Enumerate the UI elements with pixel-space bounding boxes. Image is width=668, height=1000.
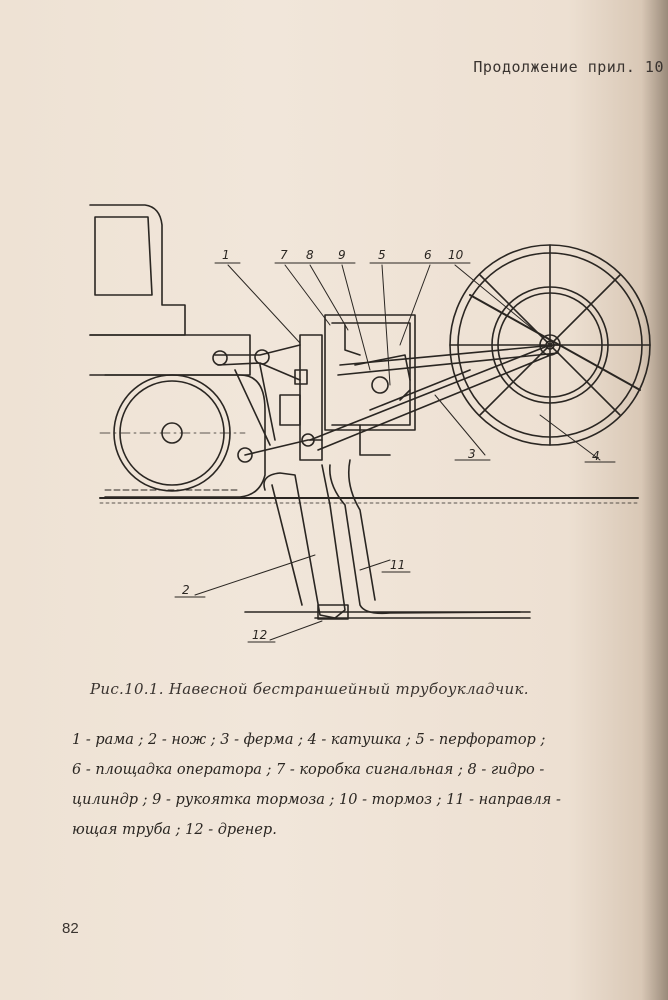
label-1: 1	[222, 248, 230, 262]
knife	[263, 464, 346, 619]
tractor-cab	[89, 204, 186, 336]
guide-pipe	[328, 464, 521, 615]
label-10: 10	[448, 248, 464, 262]
label-6: 6	[424, 248, 432, 262]
label-7: 7	[280, 248, 288, 262]
technical-drawing: 1 7 8 9 5 6 10 3 4 2 11 12	[60, 185, 660, 665]
legend-line: ющая труба ; 12 - дренер.	[72, 822, 277, 838]
label-8: 8	[306, 248, 314, 262]
figure-caption: Рис.10.1. Навесной бестраншейный трубоук…	[90, 680, 529, 698]
label-5: 5	[378, 248, 386, 262]
pipe-layer-drawing: 1 7 8 9 5 6 10 3 4 2 11 12	[89, 204, 651, 643]
label-3: 3	[468, 447, 476, 461]
tractor-wheel	[113, 374, 231, 492]
label-12: 12	[252, 628, 267, 642]
label-4: 4	[592, 449, 600, 463]
legend-line: 1 - рама ; 2 - нож ; 3 - ферма ; 4 - кат…	[72, 732, 546, 748]
label-11: 11	[390, 558, 405, 572]
tractor-track	[104, 374, 266, 498]
legend-line: цилиндр ; 9 - рукоятка тормоза ; 10 - то…	[72, 792, 561, 808]
figure-legend: 1 - рама ; 2 - нож ; 3 - ферма ; 4 - кат…	[72, 725, 622, 845]
legend-line: 6 - площадка оператора ; 7 - коробка сиг…	[72, 762, 545, 778]
truss	[309, 344, 561, 441]
page-number: 82	[62, 920, 79, 937]
label-2: 2	[182, 583, 190, 597]
running-header: Продолжение прил. 10	[473, 58, 664, 76]
label-9: 9	[338, 248, 346, 262]
